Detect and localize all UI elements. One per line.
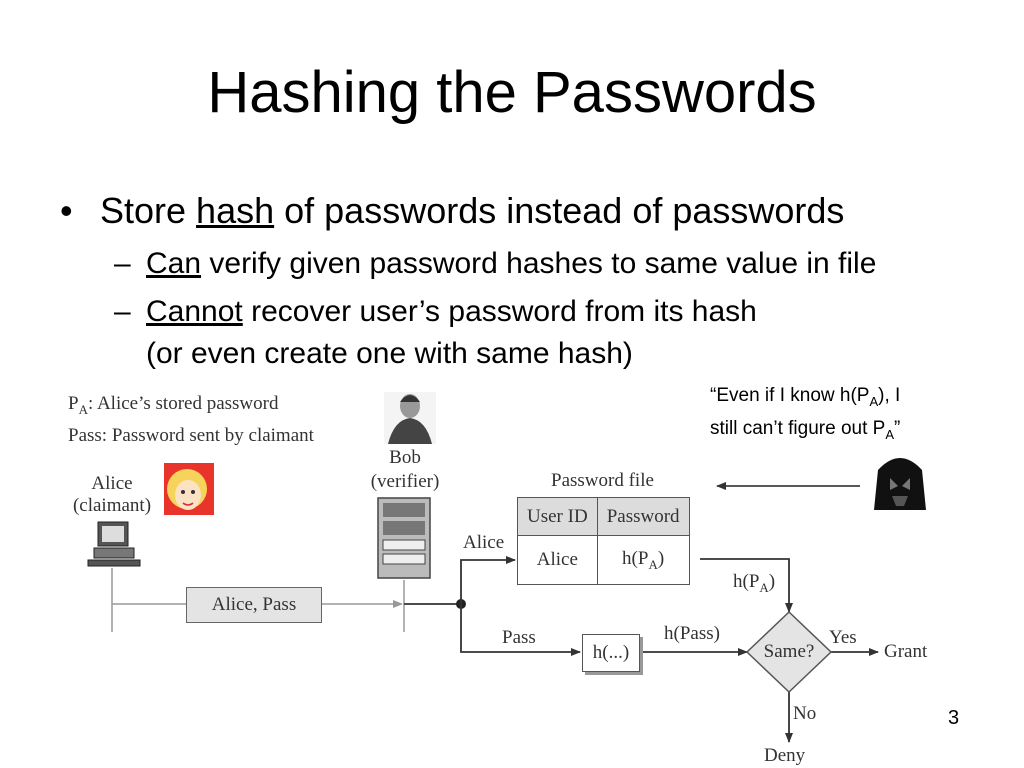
bullet-main-underlined: hash	[196, 190, 275, 231]
computer-icon	[87, 521, 141, 567]
sub-bullet-can-underlined: Can	[146, 247, 202, 280]
hash-function-box: h(...)	[582, 634, 640, 672]
server-icon	[377, 497, 431, 579]
pass-arrow	[460, 604, 581, 656]
yes-label: Yes	[829, 627, 857, 648]
decision-label: Same?	[763, 641, 815, 662]
table-cell-userid: Alice	[517, 535, 598, 585]
darth-vader-icon	[874, 458, 926, 510]
hpa-arrow-label: h(PA)	[733, 571, 776, 595]
message-box: Alice, Pass	[186, 587, 322, 623]
darth-vader-quote: “Even if I know h(PA), I still can’t fig…	[710, 385, 901, 442]
bob-avatar-icon	[384, 392, 436, 444]
sub-bullet-can-text: verify given password hashes to same val…	[201, 247, 877, 280]
grant-label: Grant	[884, 641, 928, 662]
alice-arrow-label: Alice	[463, 532, 505, 553]
hpass-arrow-label: h(Pass)	[664, 623, 720, 644]
hpa-arrow	[700, 558, 793, 613]
bullet-main-text: Store	[100, 190, 197, 231]
alice-lookup-arrow	[460, 556, 516, 604]
table-header-password: Password	[596, 497, 690, 536]
bob-label: Bob (verifier)	[370, 447, 440, 492]
password-file-label: Password file	[551, 470, 654, 491]
alice-avatar-icon	[164, 463, 214, 515]
deny-label: Deny	[764, 745, 806, 766]
pass-arrow-label: Pass	[502, 627, 536, 648]
slide-title: Hashing the Passwords	[207, 60, 817, 125]
password-file-table: User ID Password Alice h(PA)	[517, 497, 690, 585]
diagram-legend: PA: Alice’s stored password Pass: Passwo…	[68, 393, 314, 446]
alice-label: Alice (claimant)	[72, 473, 152, 516]
decision-diamond	[745, 610, 833, 694]
page-number: 3	[948, 707, 960, 729]
bullet-dot: •	[60, 190, 73, 231]
bullet-main-text-rest: of passwords instead of passwords	[274, 190, 845, 231]
sub-bullet-cannot-text: recover user’s password from its hash	[242, 295, 757, 328]
sub-bullet-cannot-underlined: Cannot	[146, 295, 243, 328]
no-label: No	[793, 703, 817, 724]
table-cell-password: h(PA)	[596, 535, 690, 585]
table-header-userid: User ID	[517, 497, 598, 536]
